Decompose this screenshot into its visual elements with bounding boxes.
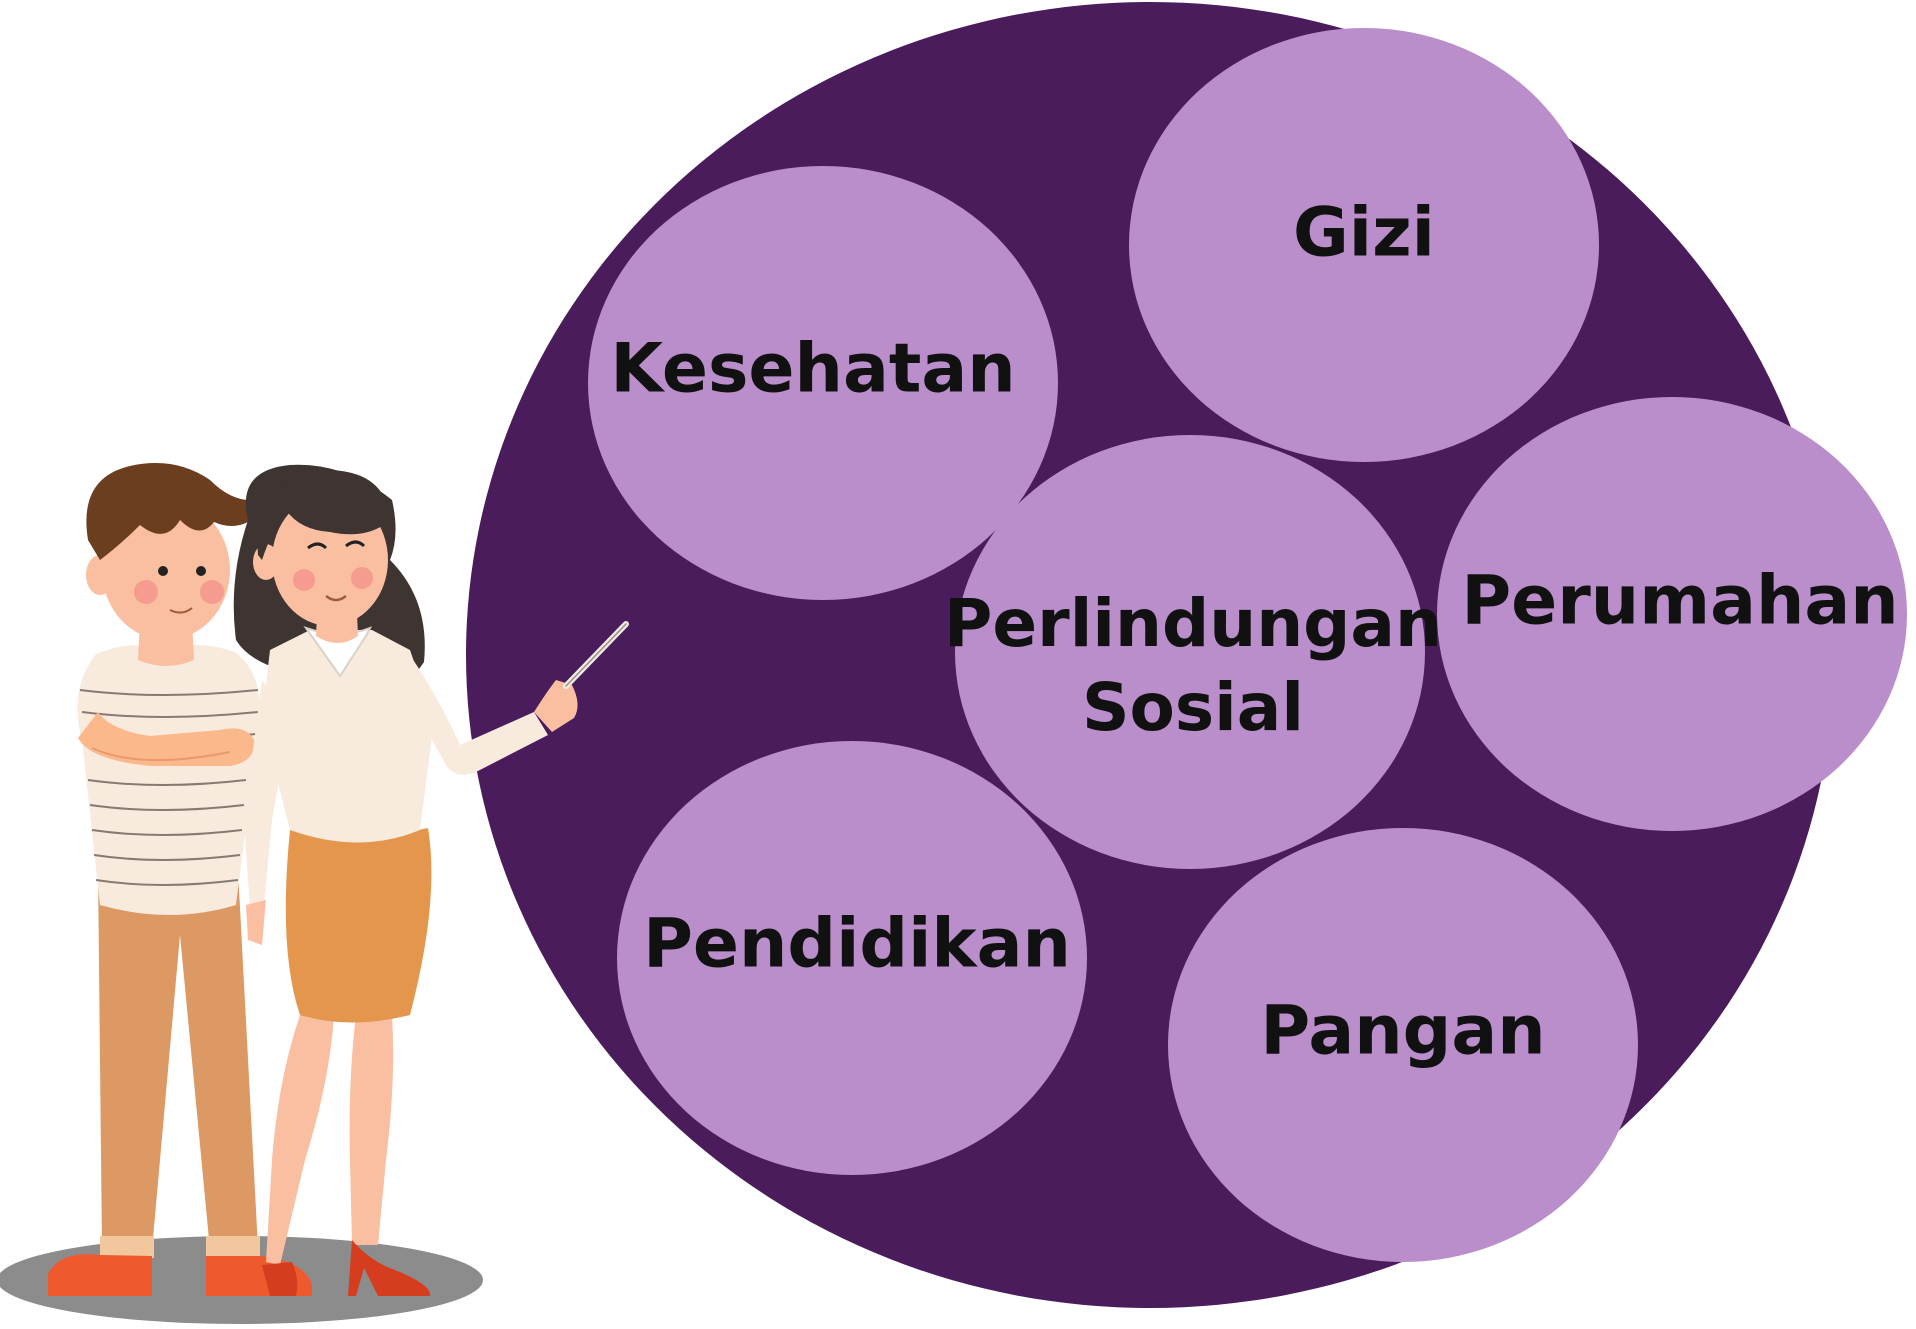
man-figure	[48, 463, 312, 1296]
woman-figure	[233, 464, 629, 1296]
topic-label-pendidikan: Pendidikan	[643, 905, 1071, 984]
presenters-illustration	[0, 463, 629, 1324]
topic-bubble-pendidikan: Pendidikan	[617, 741, 1087, 1175]
topic-label-gizi: Gizi	[1293, 194, 1435, 273]
topic-label-perumahan: Perumahan	[1461, 562, 1898, 641]
topic-bubble-gizi: Gizi	[1129, 28, 1599, 462]
topic-label-sosial: Sosial	[1082, 669, 1304, 746]
topic-label-kesehatan: Kesehatan	[610, 330, 1015, 409]
topic-label-perlindungan: Perlindungan	[944, 585, 1442, 662]
topic-bubble-perlindungan-sosial: Perlindungan Sosial	[944, 435, 1442, 869]
topic-bubble-perumahan: Perumahan	[1437, 397, 1907, 831]
topic-label-pangan: Pangan	[1260, 992, 1545, 1071]
topic-bubble-pangan: Pangan	[1168, 828, 1638, 1262]
topic-bubble-kesehatan: Kesehatan	[588, 166, 1058, 600]
